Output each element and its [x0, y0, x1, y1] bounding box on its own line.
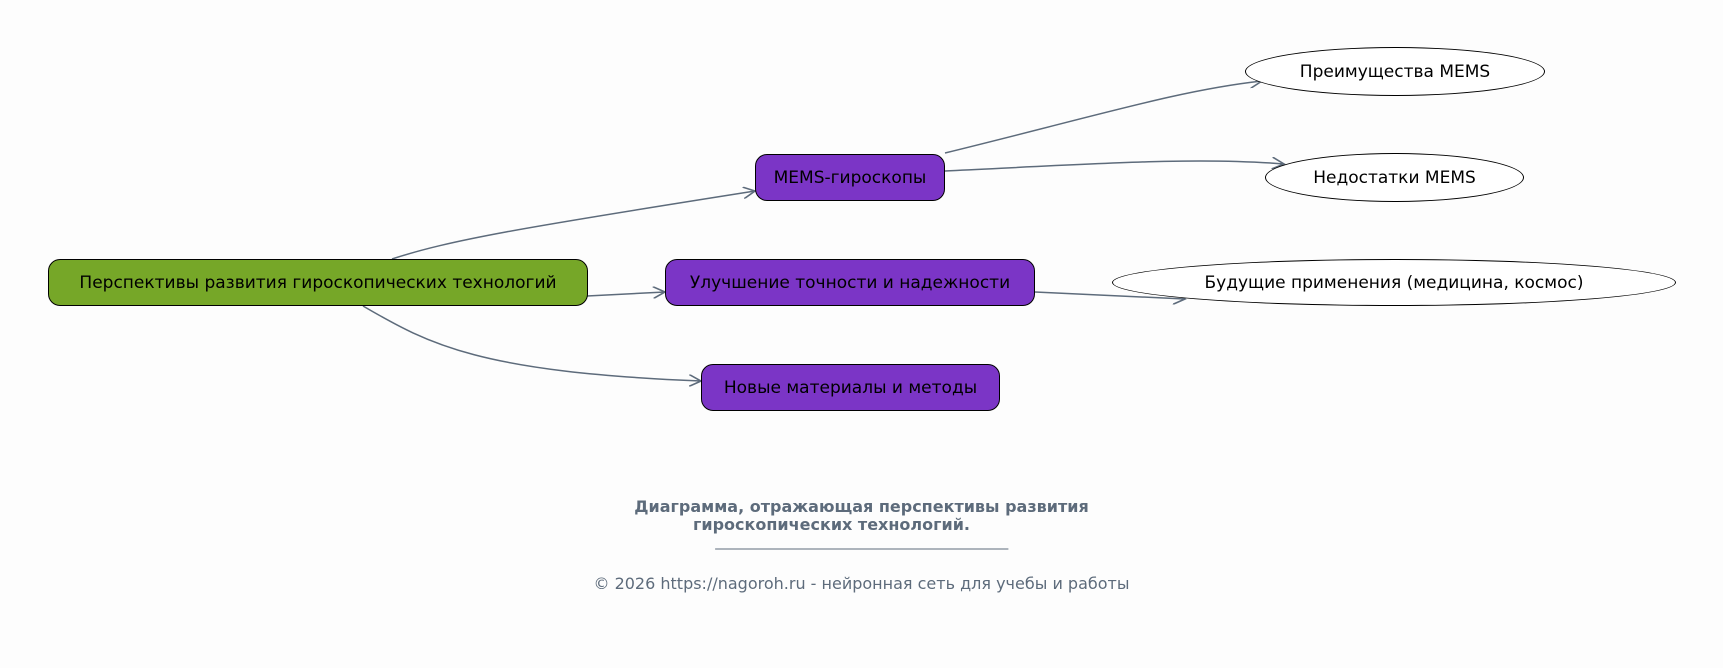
leaf-mems-advantages[interactable]: Преимущества MEMS: [1245, 47, 1545, 96]
edge-mems-disadvantages: [944, 161, 1284, 172]
caption-line-2: гироскопических технологий.: [693, 515, 970, 534]
branch-label: Новые материалы и методы: [723, 377, 978, 398]
branch-new-materials[interactable]: Новые материалы и методы: [701, 364, 1000, 411]
root-label: Перспективы развития гироскопических тех…: [79, 272, 557, 293]
branch-accuracy-reliability[interactable]: Улучшение точности и надежности: [665, 259, 1035, 306]
edge-root-accuracy: [586, 292, 665, 296]
caption-line-1: Диаграмма, отражающая перспективы развит…: [634, 497, 1089, 516]
branch-mems-gyroscopes[interactable]: MEMS-гироскопы: [755, 154, 945, 201]
leaf-future-applications[interactable]: Будущие применения (медицина, космос): [1112, 259, 1676, 306]
edge-mems-advantages: [944, 81, 1262, 154]
leaf-label: Будущие применения (медицина, космос): [1204, 272, 1584, 293]
root-node[interactable]: Перспективы развития гироскопических тех…: [48, 259, 588, 306]
edge-root-mems: [391, 191, 755, 260]
caption-separator: ________________________________________…: [715, 534, 1008, 550]
leaf-label: Преимущества MEMS: [1299, 61, 1491, 82]
leaf-mems-disadvantages[interactable]: Недостатки MEMS: [1265, 153, 1524, 202]
edge-accuracy-future: [1034, 291, 1185, 299]
leaf-label: Недостатки MEMS: [1313, 167, 1476, 188]
edge-root-materials: [362, 305, 701, 381]
branch-label: Улучшение точности и надежности: [689, 272, 1011, 293]
branch-label: MEMS-гироскопы: [773, 167, 927, 188]
copyright-text: © 2026 https://nagoroh.ru - нейронная се…: [593, 574, 1130, 593]
